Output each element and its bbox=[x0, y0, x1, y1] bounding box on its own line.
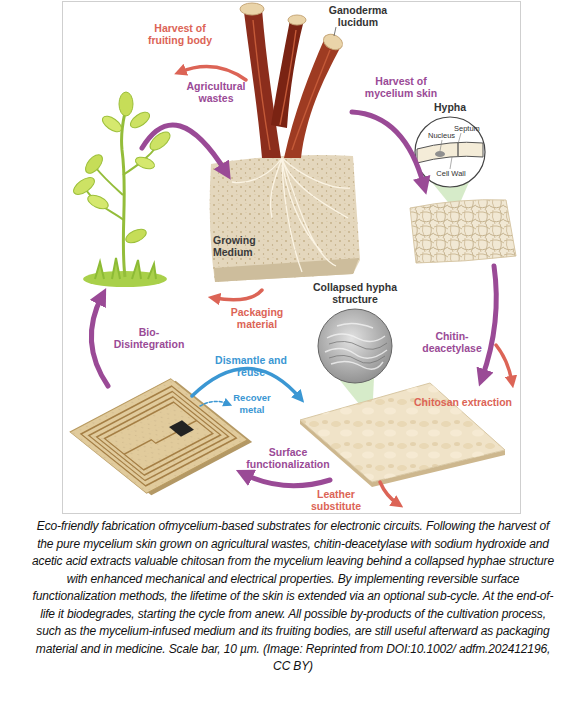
process-label: Bio-Disintegration bbox=[106, 326, 192, 350]
process-label: Chitosan extraction bbox=[402, 396, 524, 408]
callout-heading: Collapsed hypha structure bbox=[295, 281, 415, 305]
node-outline bbox=[317, 308, 393, 384]
mycelium-skin-mat bbox=[410, 200, 516, 263]
process-label: Surface functionalization bbox=[236, 446, 340, 470]
process-label: Dismantle and reuse bbox=[214, 354, 288, 378]
block-label: Growing Medium bbox=[213, 234, 275, 258]
process-label: Chitin-deacetylase bbox=[414, 330, 490, 354]
collapsed-hypha-circle: Collapsed hypha structure bbox=[317, 308, 393, 384]
part-label: Septum bbox=[454, 124, 480, 133]
process-label: Harvest of mycelium skin bbox=[360, 75, 442, 99]
mushroom-illustration bbox=[232, 3, 350, 272]
panel-border bbox=[63, 2, 521, 514]
process-label: Packaging material bbox=[222, 306, 292, 330]
process-label: Leather substitute bbox=[300, 488, 372, 512]
rfid-circuit-board bbox=[70, 378, 252, 496]
process-label: Agricultural wastes bbox=[178, 80, 254, 104]
hypha-callout-circle: HyphaSeptumNucleusCell Wall bbox=[414, 116, 486, 188]
process-label: Harvest of fruiting body bbox=[140, 22, 220, 46]
part-label: Nucleus bbox=[428, 131, 455, 140]
plant-illustration bbox=[71, 92, 173, 287]
part-label: Cell Wall bbox=[434, 169, 468, 178]
species-label: Ganoderma lucidum bbox=[322, 4, 394, 28]
figure-caption: Eco-friendly fabrication ofmycelium-base… bbox=[30, 518, 556, 676]
callout-heading: Hypha bbox=[402, 101, 498, 113]
process-label: Recover metal bbox=[226, 392, 278, 416]
cycle-arrows bbox=[91, 67, 512, 504]
